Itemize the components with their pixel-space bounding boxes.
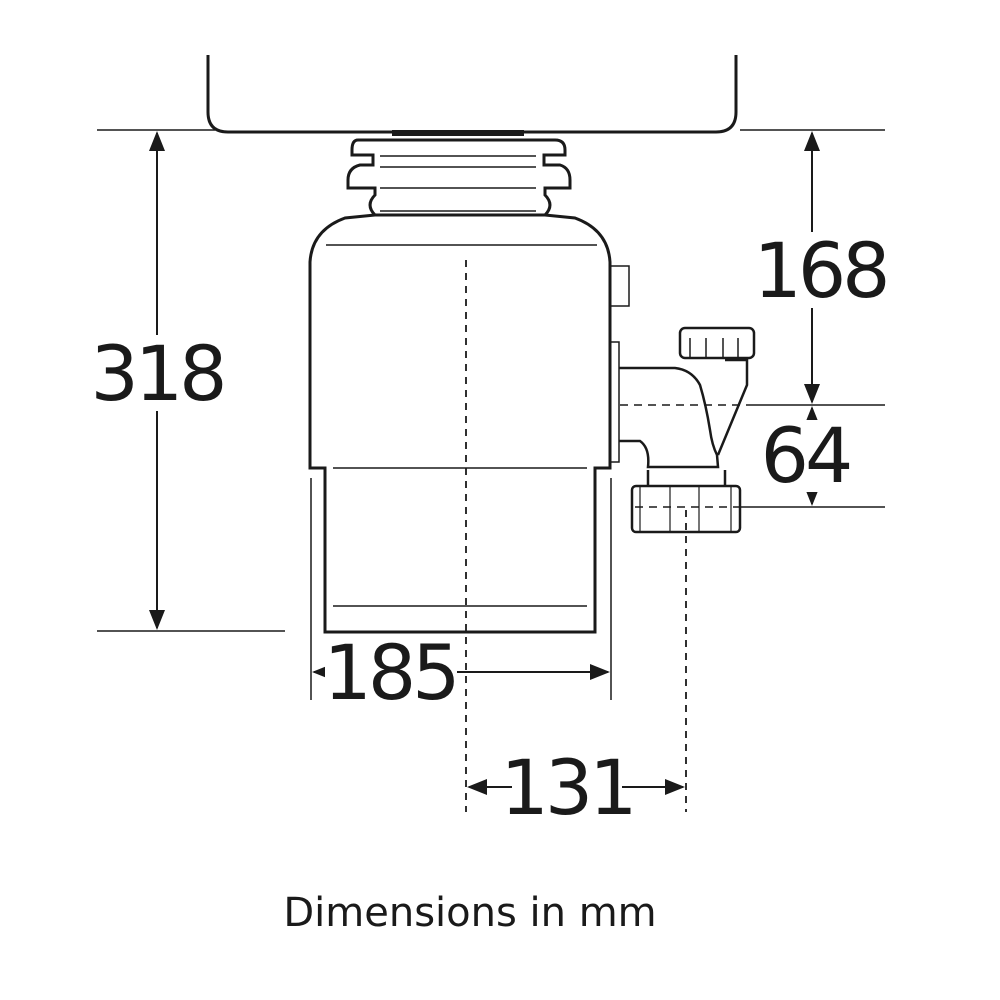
caption: Dimensions in mm (283, 890, 656, 936)
switch-box (609, 265, 630, 307)
disposer-body (308, 213, 612, 634)
inlet-nut (678, 326, 756, 360)
dim-label-64: 64 (761, 411, 850, 500)
sink-outline (206, 55, 738, 134)
dim-label-185: 185 (323, 628, 456, 717)
sink-flange (392, 130, 524, 136)
outlet-nut (630, 484, 742, 534)
dim-label-168: 168 (753, 226, 886, 315)
outlet-pipe (619, 366, 720, 469)
mount-ring (346, 138, 572, 217)
outlet-flange (609, 341, 620, 463)
dim-label-318: 318 (90, 329, 223, 418)
dim-label-131: 131 (500, 743, 633, 832)
